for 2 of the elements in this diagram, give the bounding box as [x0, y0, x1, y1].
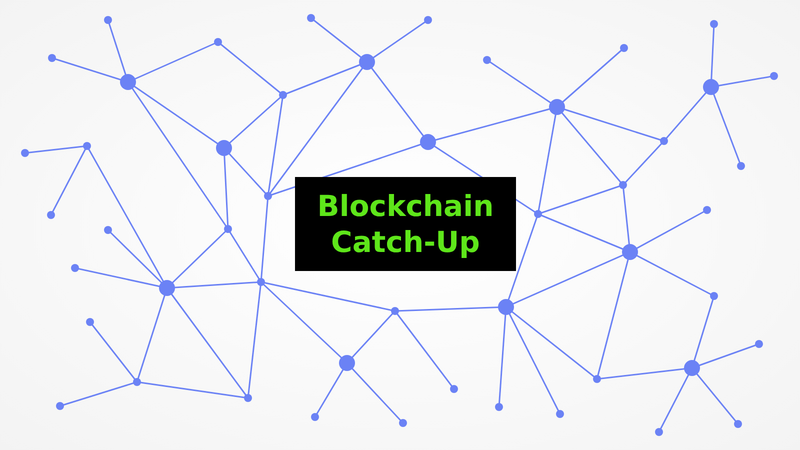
- title-text: Blockchain Catch-Up: [316, 188, 495, 260]
- title-box: [295, 177, 516, 271]
